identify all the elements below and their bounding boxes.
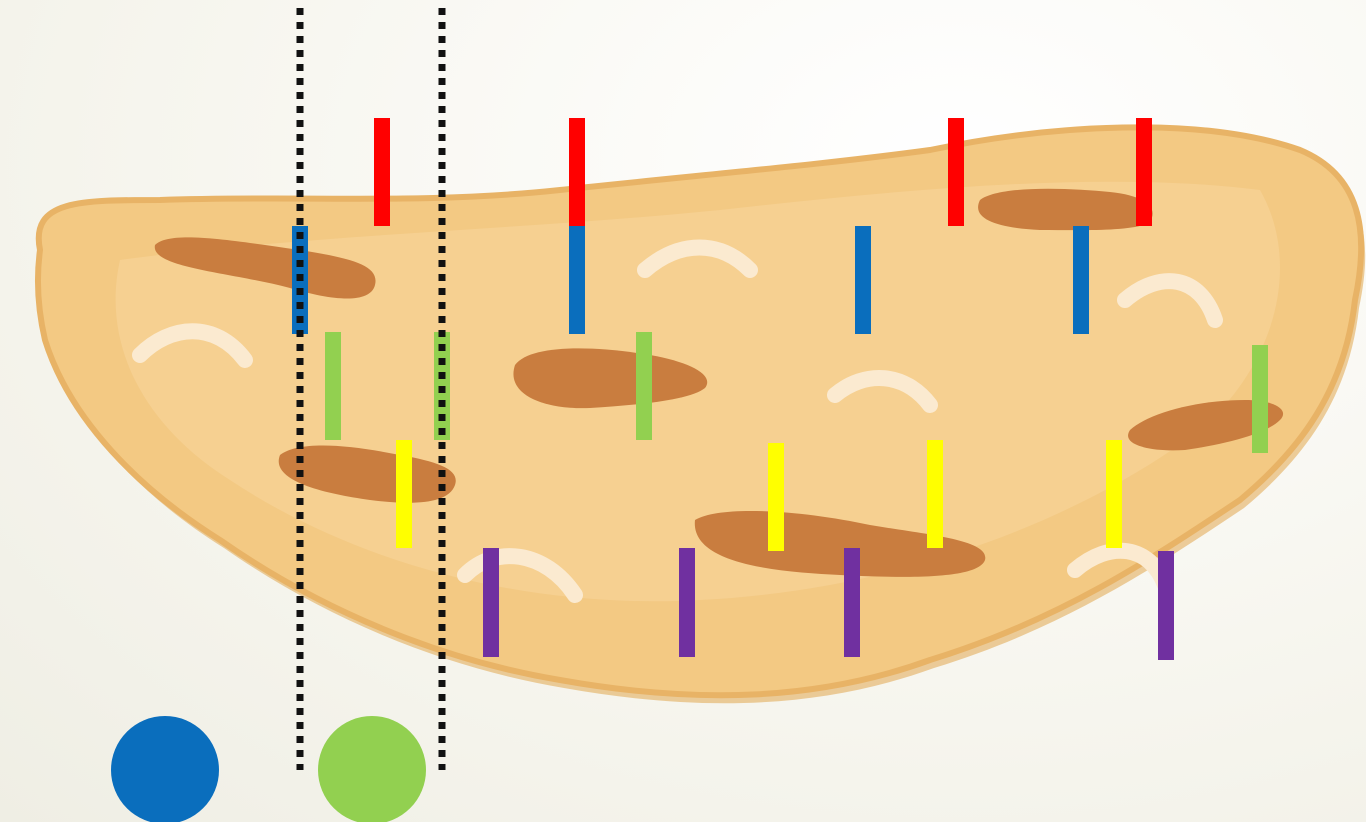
yellow-marker xyxy=(927,440,943,548)
green-marker xyxy=(1252,345,1268,453)
red-marker xyxy=(374,118,390,226)
red-marker xyxy=(569,118,585,226)
green-marker xyxy=(636,332,652,440)
green-circle xyxy=(318,716,426,822)
blue-circle xyxy=(111,716,219,822)
purple-marker xyxy=(483,548,499,657)
green-marker xyxy=(325,332,341,440)
burn-mark xyxy=(978,189,1153,230)
yellow-marker xyxy=(396,440,412,548)
yellow-marker xyxy=(1106,440,1122,548)
blue-marker xyxy=(1073,226,1089,334)
red-marker xyxy=(948,118,964,226)
legend-circles xyxy=(111,716,426,822)
blue-marker xyxy=(569,226,585,334)
red-marker xyxy=(1136,118,1152,226)
purple-marker xyxy=(1158,551,1174,660)
purple-marker xyxy=(679,548,695,657)
blue-marker xyxy=(855,226,871,334)
yellow-marker xyxy=(768,443,784,551)
purple-marker xyxy=(844,548,860,657)
